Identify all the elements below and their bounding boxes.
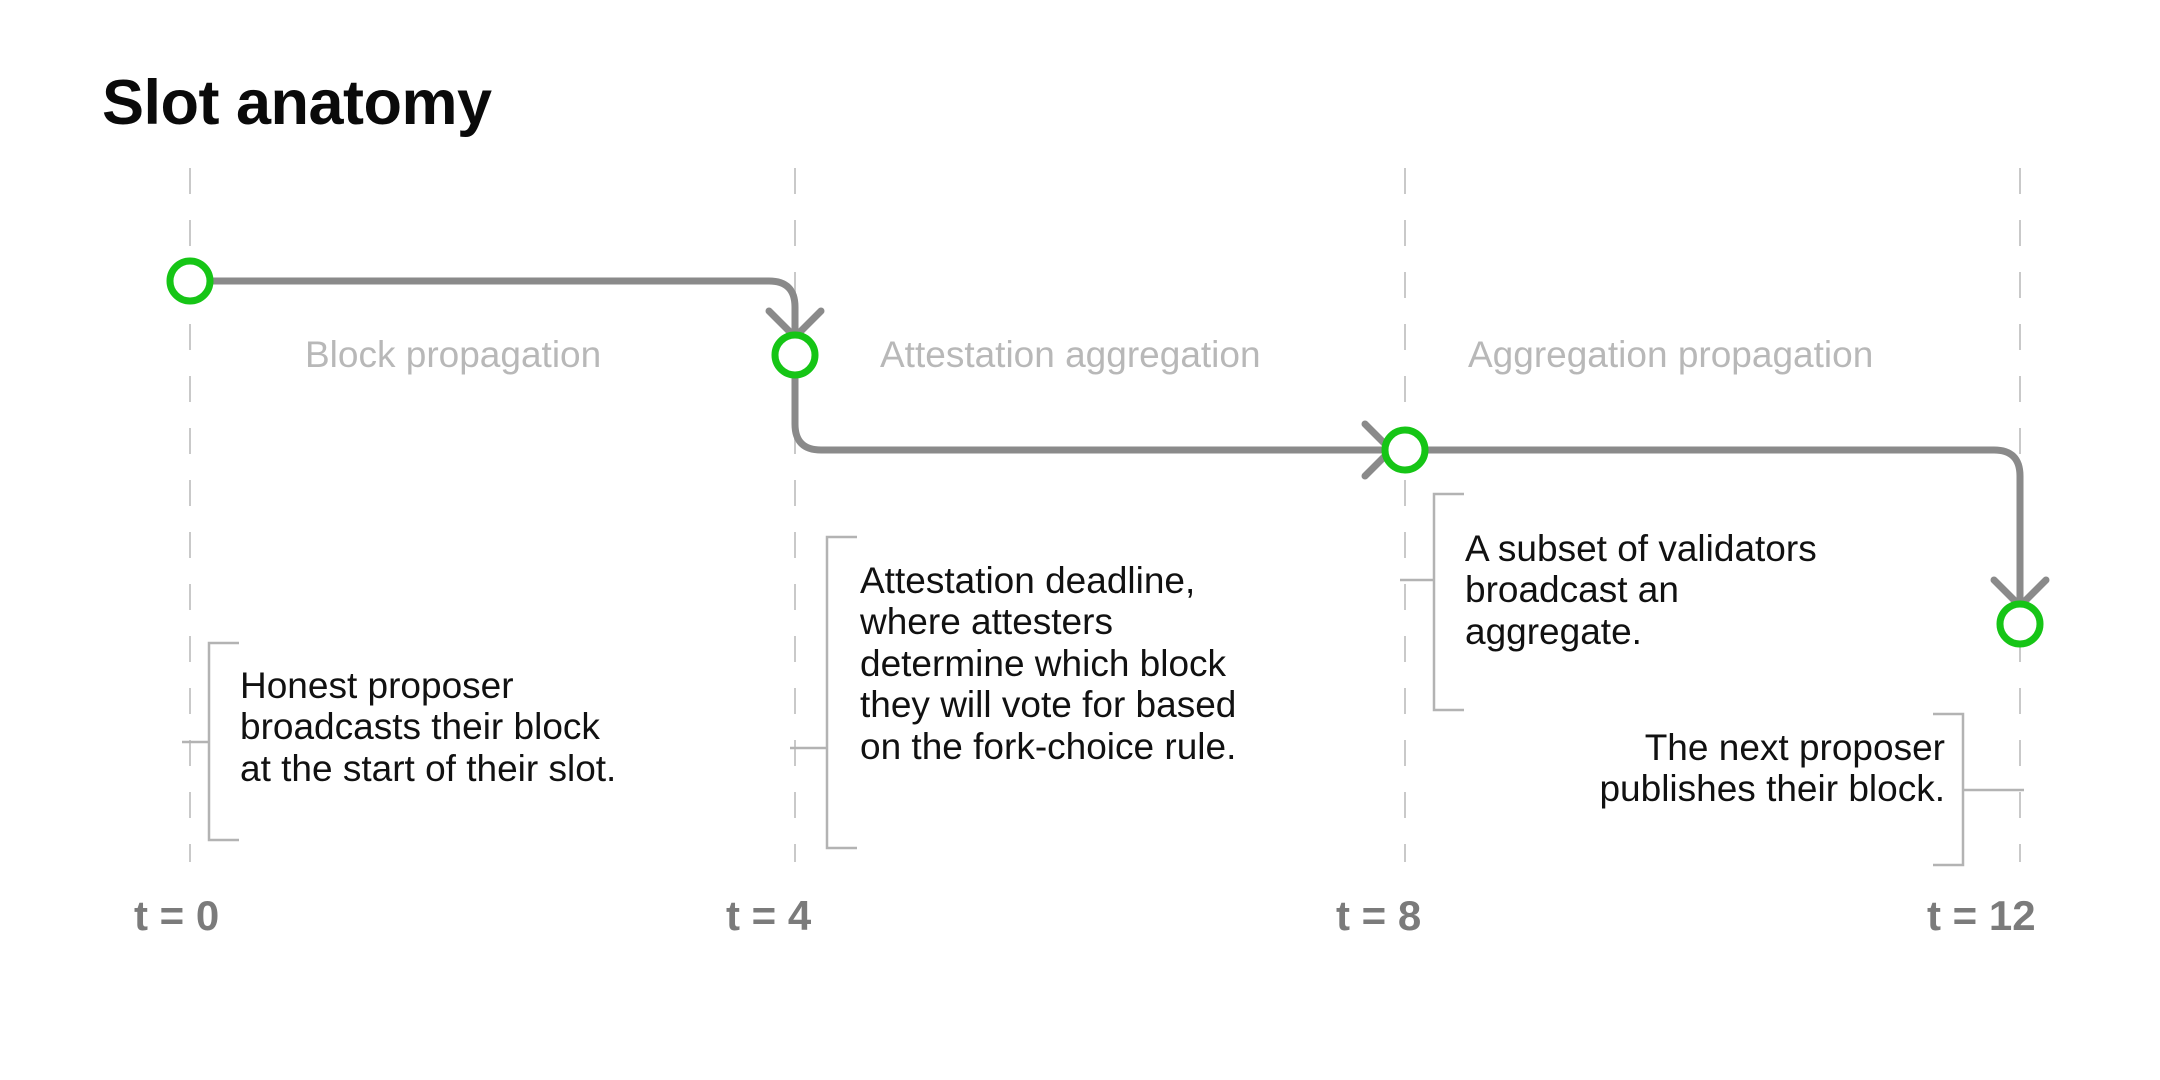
next-proposer-note: The next proposer publishes their block. <box>1599 727 1945 810</box>
phase-label-1: Attestation aggregation <box>880 334 1261 375</box>
aggregation-node[interactable] <box>1381 426 1429 474</box>
aggregate-broadcast-note: A subset of validators broadcast an aggr… <box>1465 528 1817 652</box>
time-label-3: t = 12 <box>1927 892 2036 939</box>
flow-segment-aggregation-propagation <box>1423 446 2024 604</box>
flow-segment-attestation-aggregation <box>791 373 1385 454</box>
phase-label-0: Block propagation <box>305 334 602 375</box>
bracket-2 <box>1432 492 1464 712</box>
next-slot-node[interactable] <box>1996 600 2044 648</box>
attestation-deadline-note: Attestation deadline, where attesters de… <box>860 560 1237 767</box>
time-label-0: t = 0 <box>134 892 220 939</box>
bracket-1 <box>825 535 857 850</box>
slot-start-node[interactable] <box>166 257 214 305</box>
attestation-deadline-node[interactable] <box>771 331 819 379</box>
time-label-2: t = 8 <box>1336 892 1422 939</box>
phase-label-2: Aggregation propagation <box>1468 334 1874 375</box>
honest-proposer-note: Honest proposer broadcasts their block a… <box>240 665 617 789</box>
page-title: Slot anatomy <box>102 68 492 138</box>
flow-segment-block-propagation <box>208 277 799 335</box>
time-label-1: t = 4 <box>726 892 812 939</box>
